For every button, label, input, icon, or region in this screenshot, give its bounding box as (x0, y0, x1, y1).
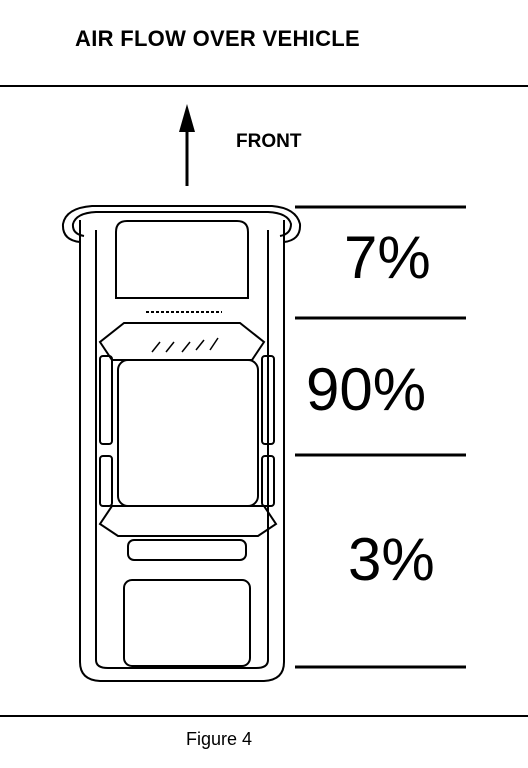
vehicle-body (79, 220, 285, 682)
figure-caption: Figure 4 (186, 729, 253, 749)
right-front-window (261, 355, 275, 445)
front-arrow-icon (179, 104, 195, 186)
hood (115, 220, 249, 299)
front-label: FRONT (236, 131, 302, 152)
vehicle-top-view (61, 205, 302, 682)
roof (117, 359, 259, 507)
rear-window (98, 505, 278, 537)
left-front-window (99, 355, 113, 445)
left-rear-window (99, 455, 113, 507)
rear-airflow-percent: 3% (348, 526, 435, 593)
diagram-title: AIR FLOW OVER VEHICLE (75, 26, 360, 51)
windshield (98, 322, 266, 361)
right-rear-window (261, 455, 275, 507)
middle-airflow-percent: 90% (306, 356, 427, 423)
front-airflow-percent: 7% (344, 224, 431, 291)
front-bumper (61, 205, 302, 243)
trunk (123, 579, 251, 667)
